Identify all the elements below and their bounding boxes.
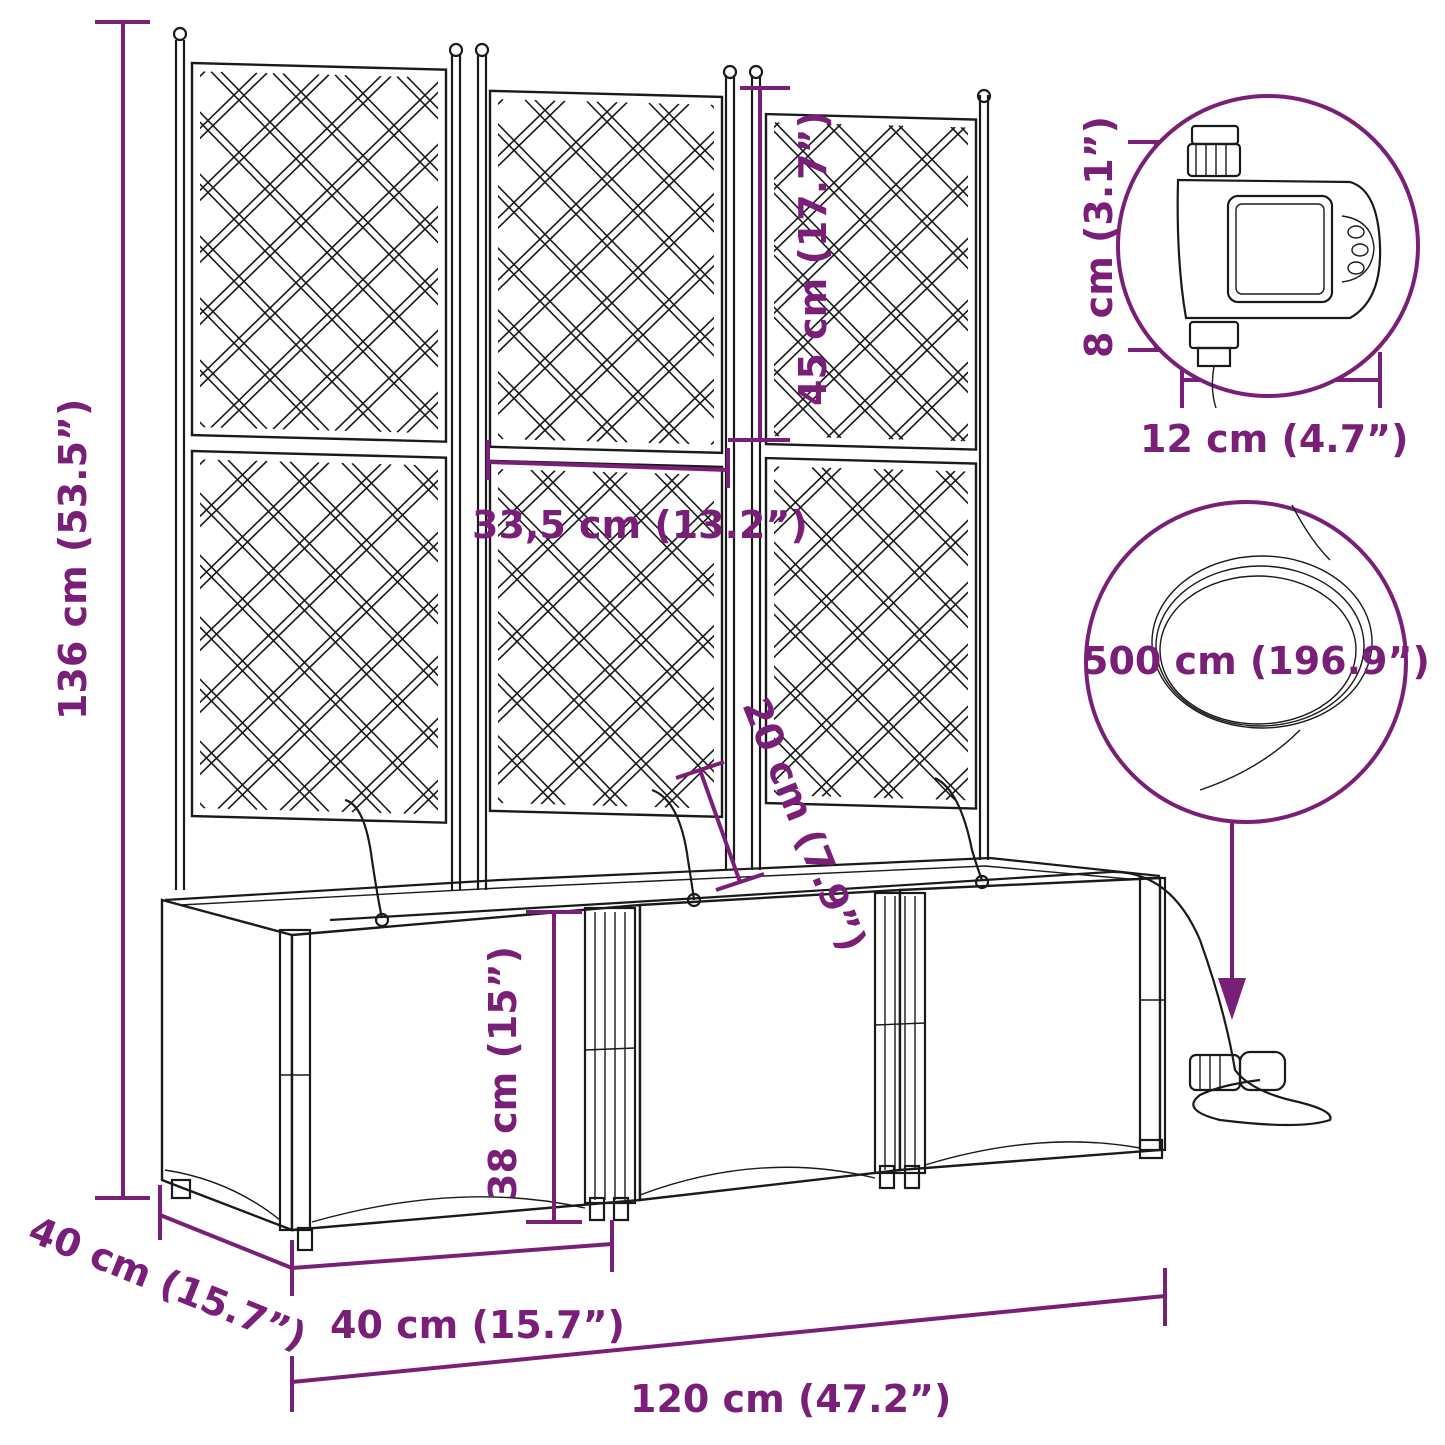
hose-length-label: 500 cm (196.9”) — [1082, 639, 1430, 683]
trellis — [172, 26, 992, 890]
trellis-panel-height-label: 45 cm (17.7”) — [791, 111, 835, 406]
trellis-panel-width-label: 33,5 cm (13.2”) — [472, 503, 808, 547]
arrow-down-icon — [1218, 978, 1246, 1020]
depth-label: 40 cm (15.7”) — [23, 1208, 313, 1359]
water-timer-detail — [1116, 94, 1420, 409]
box-feet — [170, 1138, 1164, 1252]
coiled-hose-icon — [1151, 504, 1373, 791]
timer-height-label: 8 cm (3.1”) — [1077, 116, 1121, 358]
hose-detail — [1084, 500, 1408, 824]
section-width-label: 40 cm (15.7”) — [330, 1303, 625, 1347]
planter-box — [160, 856, 1167, 1252]
total-width-label: 120 cm (47.2”) — [630, 1377, 951, 1421]
hose-connector-icon — [1188, 1050, 1287, 1092]
timer-width-label: 12 cm (4.7”) — [1140, 417, 1409, 461]
water-timer-icon — [1176, 124, 1382, 409]
trellis-lattice — [200, 71, 968, 815]
box-posts — [278, 876, 1167, 1232]
drip-tubes — [329, 777, 1332, 1127]
total-height-label: 136 cm (53.5”) — [51, 399, 95, 720]
trellis-panels — [190, 61, 978, 824]
pot-height-label: 38 cm (15”) — [481, 946, 525, 1200]
